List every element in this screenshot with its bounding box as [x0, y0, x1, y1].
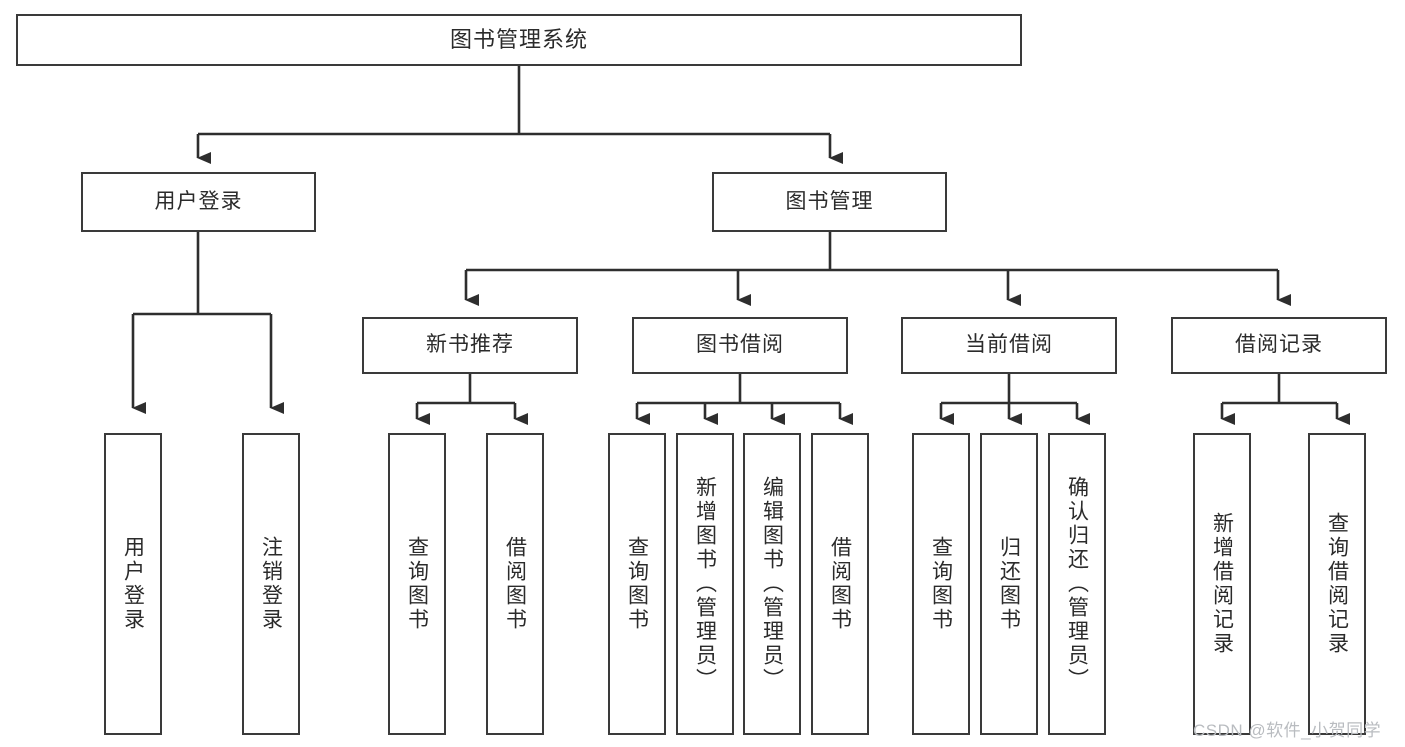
node-current-borrow[interactable]: 当前借阅 — [901, 317, 1117, 374]
node-leaf-user-login[interactable]: 用户登录 — [104, 433, 162, 735]
node-leaf-return-book[interactable]: 归还图书 — [980, 433, 1038, 735]
node-root[interactable]: 图书管理系统 — [16, 14, 1022, 66]
csdn-watermark: CSDN @软件_小贺同学 — [1193, 721, 1382, 740]
node-current-borrow-label: 当前借阅 — [965, 333, 1053, 357]
node-leaf-query-record[interactable]: 查询借阅记录 — [1308, 433, 1366, 735]
node-leaf-query-record-label: 查询借阅记录 — [1325, 512, 1349, 656]
node-leaf-add-book[interactable]: 新增图书（管理员） — [676, 433, 734, 735]
node-book-mgmt-label: 图书管理 — [785, 189, 874, 213]
node-root-label: 图书管理系统 — [449, 27, 588, 53]
node-borrow-record-label: 借阅记录 — [1235, 333, 1323, 357]
node-leaf-user-logout[interactable]: 注销登录 — [242, 433, 300, 735]
node-leaf-user-logout-label: 注销登录 — [259, 536, 283, 632]
node-leaf-borrow-book-1-label: 借阅图书 — [503, 536, 527, 632]
node-leaf-query-book-1[interactable]: 查询图书 — [388, 433, 446, 735]
node-leaf-borrow-book-2-label: 借阅图书 — [828, 536, 852, 632]
node-leaf-return-book-label: 归还图书 — [997, 536, 1021, 632]
node-book-borrow[interactable]: 图书借阅 — [632, 317, 848, 374]
node-leaf-query-book-2-label: 查询图书 — [625, 536, 649, 632]
node-new-book-rec-label: 新书推荐 — [426, 333, 514, 357]
node-leaf-confirm-return-label: 确认归还（管理员） — [1065, 476, 1089, 692]
node-leaf-query-book-1-label: 查询图书 — [405, 536, 429, 632]
node-leaf-add-record-label: 新增借阅记录 — [1210, 512, 1234, 656]
node-borrow-record[interactable]: 借阅记录 — [1171, 317, 1387, 374]
node-leaf-borrow-book-2[interactable]: 借阅图书 — [811, 433, 869, 735]
node-leaf-add-record[interactable]: 新增借阅记录 — [1193, 433, 1251, 735]
node-book-borrow-label: 图书借阅 — [696, 333, 784, 357]
node-leaf-edit-book-label: 编辑图书（管理员） — [760, 476, 784, 692]
node-leaf-query-book-3-label: 查询图书 — [929, 536, 953, 632]
node-new-book-rec[interactable]: 新书推荐 — [362, 317, 578, 374]
node-leaf-confirm-return[interactable]: 确认归还（管理员） — [1048, 433, 1106, 735]
node-user-login[interactable]: 用户登录 — [81, 172, 316, 232]
node-leaf-user-login-label: 用户登录 — [121, 536, 145, 632]
node-leaf-query-book-3[interactable]: 查询图书 — [912, 433, 970, 735]
node-leaf-query-book-2[interactable]: 查询图书 — [608, 433, 666, 735]
node-leaf-add-book-label: 新增图书（管理员） — [693, 476, 717, 692]
node-user-login-label: 用户登录 — [154, 189, 243, 213]
node-leaf-borrow-book-1[interactable]: 借阅图书 — [486, 433, 544, 735]
node-book-mgmt[interactable]: 图书管理 — [712, 172, 947, 232]
node-leaf-edit-book[interactable]: 编辑图书（管理员） — [743, 433, 801, 735]
